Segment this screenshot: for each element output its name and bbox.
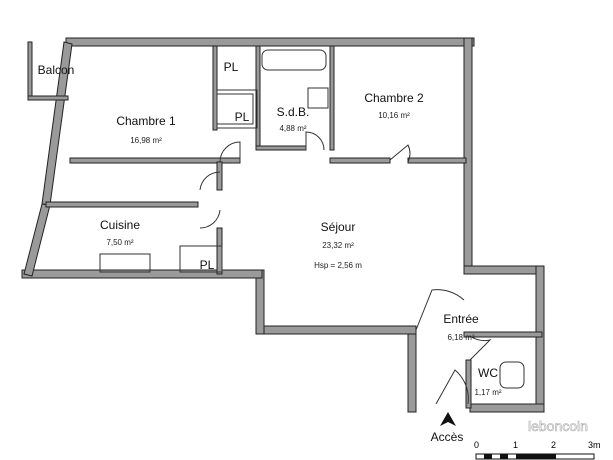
scale-tick: 0 [474, 440, 480, 450]
room-area-sdb: 4,88 m² [279, 124, 307, 133]
room-label-wc: WC [478, 366, 498, 380]
toilet [499, 361, 525, 389]
room-label-chambre-1: Chambre 1 [116, 114, 176, 128]
room-label-pl: PL [223, 60, 239, 74]
scale-tick: 1 [513, 440, 519, 450]
room-label-cuisine: Cuisine [99, 218, 141, 232]
access-arrow-icon [440, 412, 456, 426]
room-area-wc: 1,17 m² [474, 388, 502, 397]
fixtures [99, 49, 525, 389]
room-label-sejour: Séjour [320, 220, 356, 234]
access-label: Accès [430, 430, 464, 444]
room-label-entree: Entrée [443, 312, 479, 326]
interior-walls [45, 45, 543, 409]
watermark-logo: leboncoin [528, 418, 589, 435]
kitchen-sink [99, 253, 151, 273]
room-label-pl: PL [234, 110, 250, 124]
room-area-chambre-1: 16,98 m² [130, 136, 162, 145]
doors [199, 131, 492, 405]
outer-walls [21, 37, 545, 413]
room-label-pl: PL [199, 258, 215, 272]
room-area-cuisine: 7,50 m² [106, 238, 134, 247]
room-area-chambre-2: 10,16 m² [378, 111, 410, 120]
room-label-chambre-2: Chambre 2 [364, 91, 424, 105]
room-height: Hsp = 2,56 m [314, 261, 362, 270]
scale-bar [475, 453, 595, 460]
sink [307, 87, 329, 109]
scale-tick: 3m [588, 440, 601, 450]
room-label-sdb: S.d.B. [276, 105, 310, 119]
bathtub [261, 49, 327, 71]
room-area-sejour: 23,32 m² [322, 241, 354, 250]
room-area-entree: 6,18 m² [447, 333, 475, 342]
scale-tick: 2 [551, 440, 557, 450]
room-label-balcon: Balcon [37, 63, 75, 77]
